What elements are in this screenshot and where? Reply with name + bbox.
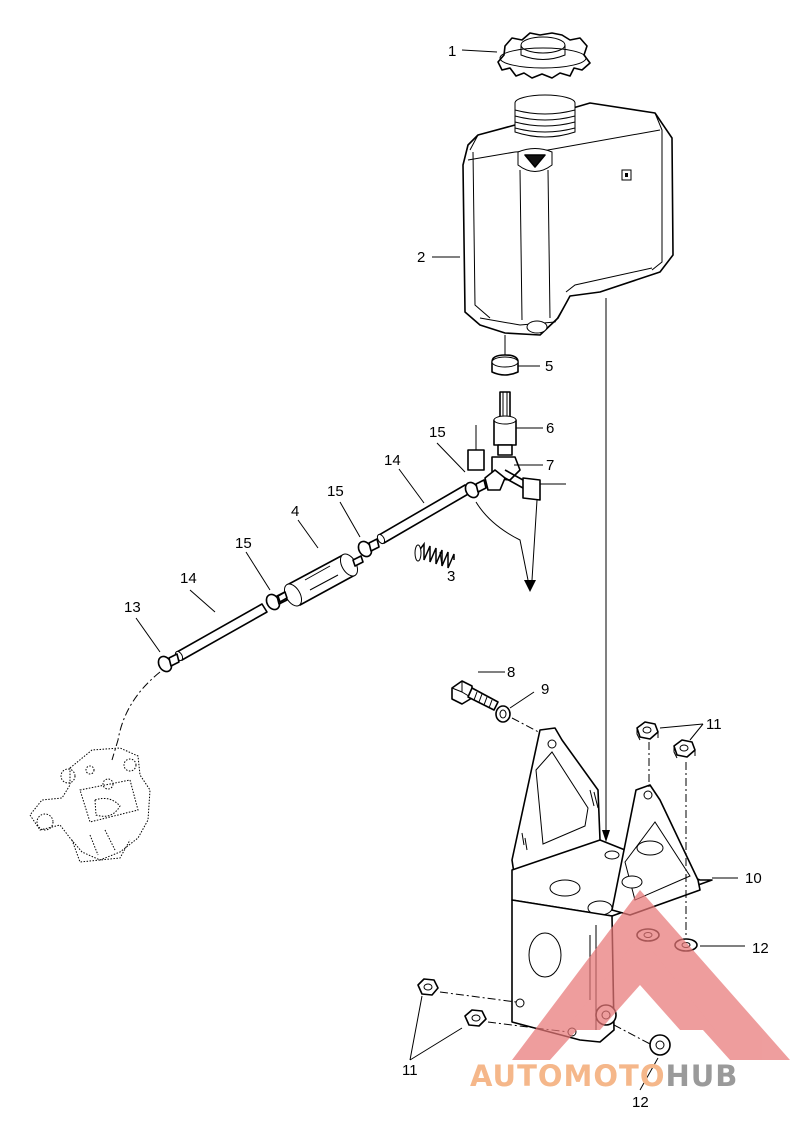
callout-5: 5	[545, 358, 553, 375]
hose-clamp	[464, 479, 487, 499]
svg-text:AUTOMOTOHUB: AUTOMOTOHUB	[470, 1059, 738, 1093]
hex-nut	[673, 739, 696, 759]
spring	[414, 541, 455, 569]
fuel-tank	[462, 94, 674, 336]
callout-11: 11	[402, 1062, 418, 1079]
callout-14: 14	[180, 570, 197, 587]
watermark-text-main: AUTOMOTO	[470, 1059, 665, 1093]
callout-15: 15	[235, 535, 252, 552]
callout-2: 2	[417, 249, 425, 266]
callout-9: 9	[541, 681, 549, 698]
watermark-logo	[512, 890, 790, 1060]
washer	[495, 705, 511, 723]
shutoff-valve	[467, 425, 566, 501]
hex-nut	[636, 721, 659, 741]
fuel-hose-lower	[174, 603, 268, 662]
callout-13: 13	[124, 599, 141, 616]
bolt	[451, 680, 499, 711]
callout-7: 7	[546, 457, 554, 474]
callout-4: 4	[291, 503, 299, 520]
callout-6: 6	[546, 420, 554, 437]
callout-12: 12	[752, 940, 769, 957]
callout-12: 12	[632, 1094, 649, 1111]
hose-clamp	[357, 538, 380, 558]
carburetor-phantom	[29, 747, 151, 863]
flat-washer	[649, 1034, 671, 1056]
grommet	[491, 335, 519, 376]
hex-nut	[417, 978, 439, 996]
callout-14: 14	[384, 452, 401, 469]
valve-pipe	[493, 391, 517, 456]
fuel-filter	[277, 553, 364, 607]
callout-11: 11	[706, 716, 722, 733]
watermark-text-hub: HUB	[665, 1059, 738, 1093]
leader-lines	[135, 49, 745, 1091]
hex-nut	[464, 1009, 487, 1027]
callout-10: 10	[745, 870, 762, 887]
callout-3: 3	[447, 568, 455, 585]
callout-1: 1	[448, 43, 456, 60]
fuel-cap	[497, 32, 591, 79]
callout-15: 15	[429, 424, 446, 441]
hose-clamp	[157, 653, 180, 673]
watermark-text: AUTOMOTOHUB	[470, 1059, 738, 1093]
fuel-hose-upper	[376, 484, 471, 545]
callout-8: 8	[507, 664, 515, 681]
callout-labels: 1 2 5 6 7 15 14 15 4 3 15 14 13 8 9 11 1…	[124, 43, 769, 1111]
callout-15: 15	[327, 483, 344, 500]
